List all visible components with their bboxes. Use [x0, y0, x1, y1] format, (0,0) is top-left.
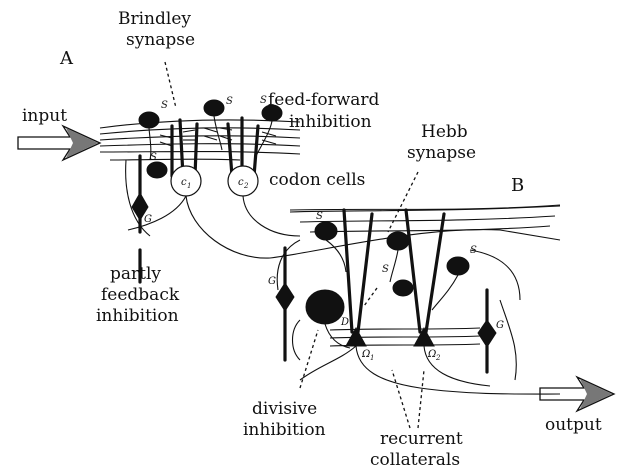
hebb-synapse-label-line1: Hebb	[421, 122, 468, 142]
partly-feedback-label-line2: feedback	[101, 285, 180, 305]
codon-cells-label: codon cells	[269, 170, 365, 190]
brindley-synapse-label-line2: synapse	[126, 30, 195, 50]
input-label: input	[22, 106, 67, 126]
brindley-synapse-label-line1: Brindley	[118, 9, 191, 29]
stellate-mark: S	[150, 152, 157, 163]
stellate-cells-a	[139, 100, 282, 178]
hebb-synapse-label-line2: synapse	[407, 143, 476, 163]
recurrent-collaterals-label-line1: recurrent	[380, 429, 463, 449]
output-cell-subscript: 2	[435, 354, 441, 362]
codon-cell-subscript: 1	[187, 182, 191, 190]
input-arrow	[18, 126, 100, 160]
output-cell-dendrites	[344, 210, 444, 332]
output-cell-mark: Ω	[427, 349, 436, 360]
panel-a-label: A	[59, 48, 74, 69]
output-label: output	[545, 415, 602, 435]
input-fiber-bundle	[100, 120, 300, 160]
feed-forward-label-line1: feed-forward	[268, 90, 380, 110]
recurrent-collaterals-label-line2: collaterals	[370, 450, 460, 470]
stellate-mark: S	[316, 211, 323, 222]
stellate-mark: S	[470, 245, 477, 256]
basket-cell-mark: D	[340, 317, 349, 328]
feed-forward-label-line2: inhibition	[289, 112, 372, 132]
divisive-inhibition-label-line1: divisive	[252, 399, 317, 419]
output-cell-mark: Ω	[361, 349, 370, 360]
partly-feedback-label-line3: inhibition	[96, 306, 179, 326]
golgi-mark: G	[144, 214, 152, 225]
stellate-mark: S	[161, 100, 168, 111]
stellate-mark: S	[260, 95, 267, 106]
codon-cell-subscript: 2	[243, 182, 249, 190]
divisive-inhibition-label-line2: inhibition	[243, 420, 326, 440]
stellate-mark: S	[382, 264, 389, 275]
output-cell-subscript: 1	[370, 354, 374, 362]
stellate-mark: S	[226, 96, 233, 107]
golgi-mark: G	[496, 320, 504, 331]
panel-b-label: B	[511, 175, 524, 196]
golgi-mark: G	[268, 276, 276, 287]
codon-dendrites	[140, 118, 258, 282]
partly-feedback-label-line1: partly	[110, 264, 161, 284]
